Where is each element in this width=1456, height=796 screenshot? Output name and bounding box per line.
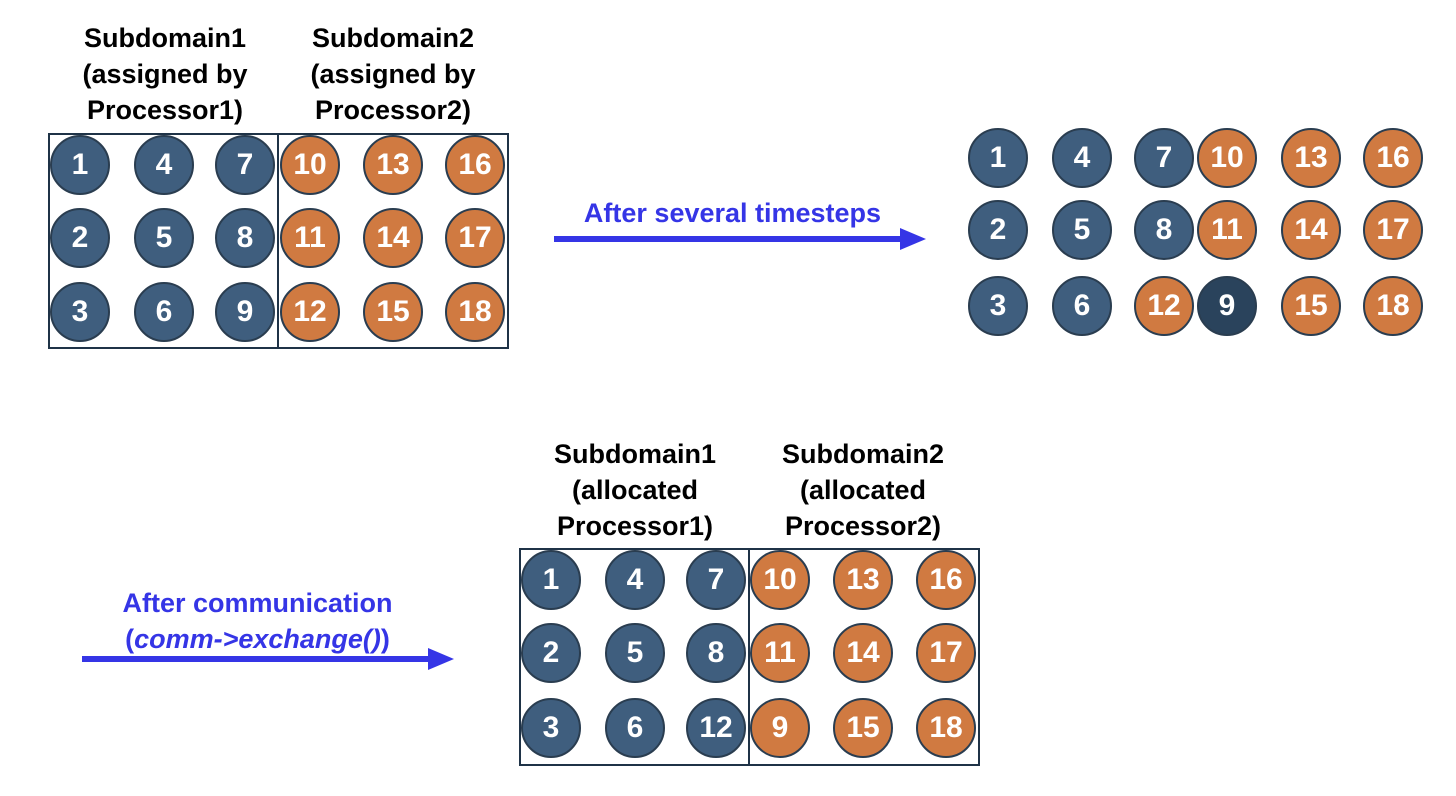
subdomain2-label-bottom: Subdomain2 (allocated Processor2) bbox=[758, 436, 968, 544]
particle-7: 7 bbox=[686, 550, 746, 610]
arrow-label-timesteps: After several timesteps bbox=[555, 195, 910, 231]
arrow-right-icon bbox=[554, 228, 926, 250]
particle-6: 6 bbox=[605, 698, 665, 758]
label-line: (allocated bbox=[799, 475, 927, 505]
particle-13: 13 bbox=[363, 135, 423, 195]
particle-4: 4 bbox=[1052, 128, 1112, 188]
particle-5: 5 bbox=[605, 623, 665, 683]
particle-13: 13 bbox=[833, 550, 893, 610]
particle-18: 18 bbox=[445, 282, 505, 342]
particle-10: 10 bbox=[1197, 128, 1257, 188]
arrow-label-line2: (comm->exchange()) bbox=[95, 621, 420, 657]
particle-15: 15 bbox=[1281, 276, 1341, 336]
label-line: (allocated bbox=[571, 475, 699, 505]
paren-open: ( bbox=[125, 624, 135, 654]
particle-17: 17 bbox=[916, 623, 976, 683]
particle-5: 5 bbox=[134, 208, 194, 268]
particle-15: 15 bbox=[363, 282, 423, 342]
particle-1: 1 bbox=[968, 128, 1028, 188]
particle-2: 2 bbox=[50, 208, 110, 268]
particle-14: 14 bbox=[363, 208, 423, 268]
particle-6: 6 bbox=[1052, 276, 1112, 336]
label-line: Processor1) bbox=[556, 511, 714, 541]
particle-2: 2 bbox=[968, 200, 1028, 260]
arrow-right-icon bbox=[82, 648, 454, 670]
particle-5: 5 bbox=[1052, 200, 1112, 260]
particle-8: 8 bbox=[686, 623, 746, 683]
particle-6: 6 bbox=[134, 282, 194, 342]
particle-4: 4 bbox=[605, 550, 665, 610]
particle-17: 17 bbox=[445, 208, 505, 268]
particle-16: 16 bbox=[916, 550, 976, 610]
particle-8: 8 bbox=[1134, 200, 1194, 260]
particle-8: 8 bbox=[215, 208, 275, 268]
code-text: comm->exchange() bbox=[134, 624, 381, 654]
subdomain2-label-top: Subdomain2 (assigned by Processor2) bbox=[288, 20, 498, 128]
particle-11: 11 bbox=[1197, 200, 1257, 260]
arrow-label-text: After several timesteps bbox=[583, 198, 882, 228]
particle-11: 11 bbox=[280, 208, 340, 268]
particle-15: 15 bbox=[833, 698, 893, 758]
particle-17: 17 bbox=[1363, 200, 1423, 260]
particle-9: 9 bbox=[215, 282, 275, 342]
particle-16: 16 bbox=[1363, 128, 1423, 188]
label-line: Subdomain1 bbox=[83, 23, 246, 53]
particle-14: 14 bbox=[1281, 200, 1341, 260]
label-line: Subdomain2 bbox=[781, 439, 944, 469]
label-line: Processor2) bbox=[314, 95, 472, 125]
subdomain-divider-top bbox=[277, 133, 279, 349]
particle-3: 3 bbox=[521, 698, 581, 758]
label-line: Subdomain2 bbox=[311, 23, 474, 53]
arrow-label-line1: After communication bbox=[122, 588, 393, 618]
particle-4: 4 bbox=[134, 135, 194, 195]
label-line: Subdomain1 bbox=[553, 439, 716, 469]
label-line: Processor1) bbox=[86, 95, 244, 125]
label-line: (assigned by bbox=[310, 59, 476, 89]
particle-18: 18 bbox=[1363, 276, 1423, 336]
subdomain1-label-bottom: Subdomain1 (allocated Processor1) bbox=[530, 436, 740, 544]
subdomain-divider-bottom bbox=[748, 548, 750, 766]
paren-close: ) bbox=[380, 624, 390, 654]
particle-16: 16 bbox=[445, 135, 505, 195]
particle-9: 9 bbox=[1197, 276, 1257, 336]
particle-12: 12 bbox=[1134, 276, 1194, 336]
particle-11: 11 bbox=[750, 623, 810, 683]
label-line: (assigned by bbox=[82, 59, 248, 89]
particle-7: 7 bbox=[215, 135, 275, 195]
particle-13: 13 bbox=[1281, 128, 1341, 188]
particle-7: 7 bbox=[1134, 128, 1194, 188]
arrow-label-communication: After communication (comm->exchange()) bbox=[95, 585, 420, 657]
particle-3: 3 bbox=[50, 282, 110, 342]
particle-2: 2 bbox=[521, 623, 581, 683]
particle-3: 3 bbox=[968, 276, 1028, 336]
particle-1: 1 bbox=[50, 135, 110, 195]
particle-18: 18 bbox=[916, 698, 976, 758]
particle-12: 12 bbox=[280, 282, 340, 342]
particle-10: 10 bbox=[750, 550, 810, 610]
particle-10: 10 bbox=[280, 135, 340, 195]
subdomain1-label-top: Subdomain1 (assigned by Processor1) bbox=[60, 20, 270, 128]
particle-14: 14 bbox=[833, 623, 893, 683]
label-line: Processor2) bbox=[784, 511, 942, 541]
particle-9: 9 bbox=[750, 698, 810, 758]
particle-12: 12 bbox=[686, 698, 746, 758]
particle-1: 1 bbox=[521, 550, 581, 610]
